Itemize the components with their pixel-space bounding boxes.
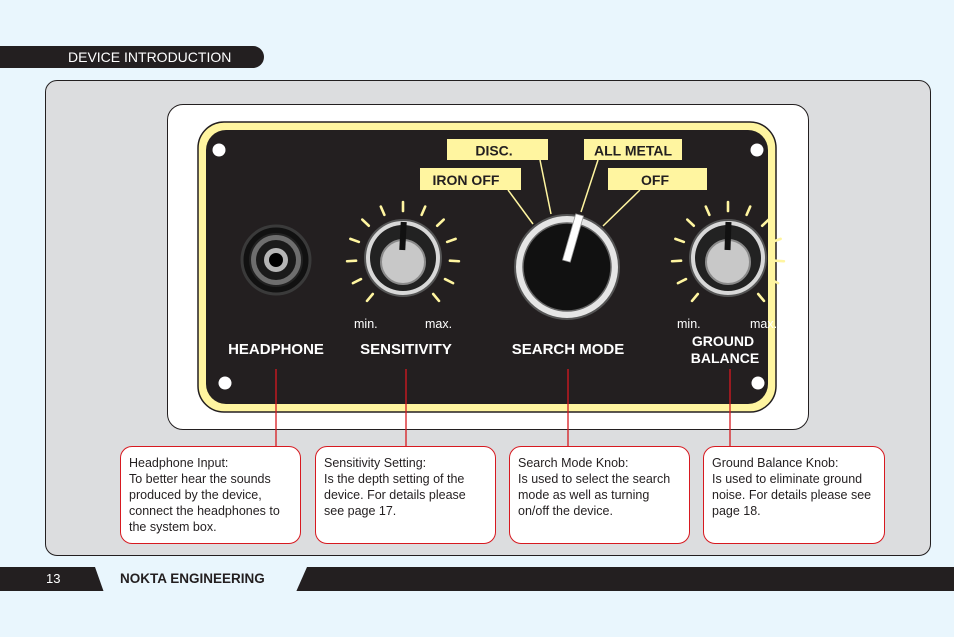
scale-tick: [345, 259, 358, 263]
scale-tick: [704, 205, 711, 217]
ground-balance-min-label: min.: [677, 317, 701, 331]
scale-tick: [773, 259, 786, 263]
scale-tick: [745, 205, 752, 217]
sensitivity-min-label: min.: [354, 317, 378, 331]
callout-connectors: [275, 369, 731, 446]
scale-tick: [674, 237, 686, 244]
scale-tick: [448, 259, 461, 263]
section-header: DEVICE INTRODUCTION: [0, 46, 264, 68]
svg-text:OFF: OFF: [641, 172, 669, 188]
callout-body: Is used to select the search mode as wel…: [518, 472, 671, 518]
scale-tick: [431, 292, 441, 303]
callout-title: Headphone Input:: [129, 456, 229, 470]
svg-text:ALL METAL: ALL METAL: [594, 143, 672, 159]
headphone-label: HEADPHONE: [228, 341, 324, 358]
mode-iron-off-label: IRON OFF: [420, 168, 521, 190]
scale-tick: [445, 237, 457, 244]
ground-balance-knob[interactable]: [689, 219, 767, 297]
search-mode-label: SEARCH MODE: [512, 341, 625, 358]
scale-tick: [760, 218, 771, 228]
scale-tick: [670, 259, 683, 263]
scale-tick: [349, 237, 361, 244]
sensitivity-max-label: max.: [425, 317, 452, 331]
scale-tick: [768, 277, 780, 285]
scale-tick: [690, 292, 700, 303]
screw-icon: [750, 143, 764, 157]
ground-balance-scale-ticks: [670, 200, 786, 303]
scale-tick: [360, 218, 371, 228]
callout-ground-balance: Ground Balance Knob: Is used to eliminat…: [703, 446, 885, 544]
callout-headphone: Headphone Input: To better hear the soun…: [120, 446, 301, 544]
sensitivity-scale-ticks: [345, 200, 461, 303]
sensitivity-knob[interactable]: [364, 219, 442, 297]
sensitivity-label: SENSITIVITY: [360, 341, 452, 358]
callout-body: Is the depth setting of the device. For …: [324, 472, 466, 518]
scale-tick: [676, 277, 688, 285]
footer-brand: NOKTA ENGINEERING: [120, 571, 265, 586]
headphone-jack-icon: [240, 224, 312, 296]
scale-tick: [756, 292, 766, 303]
ground-balance-max-label: max.: [750, 317, 777, 331]
screw-icon: [212, 143, 226, 157]
svg-text:IRON OFF: IRON OFF: [433, 172, 500, 188]
callout-search-mode: Search Mode Knob: Is used to select the …: [509, 446, 690, 544]
screw-icon: [751, 376, 765, 390]
ground-balance-label-line2: BALANCE: [691, 350, 759, 366]
search-mode-knob[interactable]: [514, 213, 620, 320]
callout-body: Is used to eliminate ground noise. For d…: [712, 472, 872, 518]
mode-off-label: OFF: [608, 168, 707, 190]
mode-all-metal-label: ALL METAL: [584, 139, 682, 160]
footer-notch: [95, 567, 307, 591]
section-title: DEVICE INTRODUCTION: [68, 49, 232, 65]
scale-tick: [770, 237, 782, 244]
callout-title: Sensitivity Setting:: [324, 456, 427, 470]
scale-tick: [351, 277, 363, 285]
scale-tick: [420, 205, 427, 217]
mode-disc-label: DISC.: [447, 139, 548, 160]
callout-body: To better hear the sounds produced by th…: [129, 472, 280, 534]
scale-tick: [379, 205, 386, 217]
page-number: 13: [46, 571, 61, 586]
callout-title: Ground Balance Knob:: [712, 456, 839, 470]
mode-leader-lines: [507, 159, 641, 227]
scale-tick: [685, 218, 696, 228]
callout-title: Search Mode Knob:: [518, 456, 629, 470]
ground-balance-label-line1: GROUND: [692, 333, 754, 349]
scale-tick: [443, 277, 455, 285]
scale-tick: [435, 218, 446, 228]
callout-sensitivity: Sensitivity Setting: Is the depth settin…: [315, 446, 496, 544]
svg-text:DISC.: DISC.: [475, 143, 512, 159]
screw-icon: [218, 376, 232, 390]
scale-tick: [365, 292, 375, 303]
panel-face: [206, 130, 768, 404]
